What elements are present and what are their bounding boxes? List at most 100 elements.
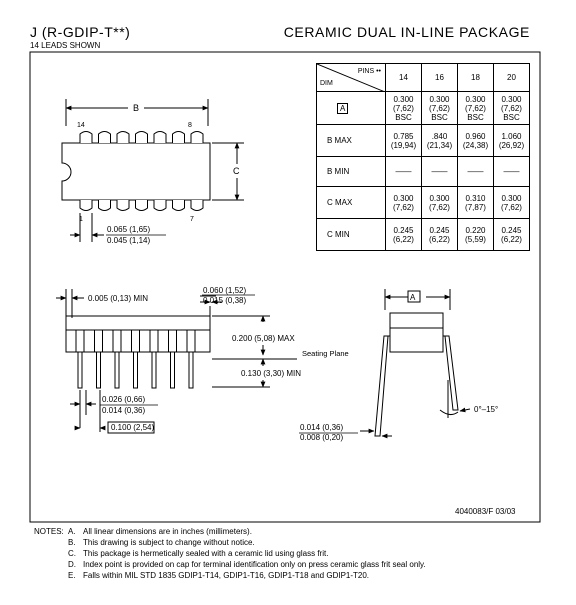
lead-shoulder bbox=[75, 329, 85, 353]
end-clearance-label: 0.005 (0,13) MIN bbox=[88, 294, 148, 303]
dimension-table: PINS •• DIM 14 16 18 20 A 0.300(7,62)BSC… bbox=[316, 63, 530, 251]
pins-col-16: 16 bbox=[421, 63, 458, 92]
lead-dia-min-label: 0.014 (0,36) bbox=[102, 406, 145, 415]
lead-shoulder bbox=[186, 329, 196, 353]
height-max-label: 0.200 (5,08) MAX bbox=[232, 334, 295, 343]
package-code-title: J (R-GDIP-T**) bbox=[30, 24, 131, 40]
table-row-b-min: B MIN —— —— —— —— bbox=[316, 156, 530, 187]
bottom-pin bbox=[116, 200, 130, 211]
pins-col-20: 20 bbox=[493, 63, 530, 92]
bottom-pin bbox=[190, 200, 204, 211]
bottom-pin bbox=[135, 200, 148, 211]
leads-shown-subtitle: 14 LEADS SHOWN bbox=[30, 41, 101, 50]
lead-shoulder bbox=[112, 329, 122, 353]
lead-pin bbox=[188, 351, 194, 389]
lead-pin bbox=[77, 351, 83, 389]
row-label-c-min: C MIN bbox=[316, 218, 386, 251]
row-label-a: A bbox=[316, 91, 386, 125]
bottom-pin bbox=[79, 200, 93, 211]
lead-length-min-label: 0.130 (3,30) MIN bbox=[241, 369, 301, 378]
lead-angle-label: 0°–15° bbox=[474, 405, 498, 414]
note-b: B.This drawing is subject to change with… bbox=[68, 538, 255, 547]
lead-shoulder bbox=[168, 329, 177, 353]
cell-a-20: 0.300(7,62)BSC bbox=[493, 91, 530, 125]
row-label-b-max: B MAX bbox=[316, 124, 386, 157]
pin-1-label: 1 bbox=[79, 216, 83, 223]
cell-bmax-20: 1.060(26,92) bbox=[493, 124, 530, 157]
lead-thick-max-label: 0.014 (0,36) bbox=[300, 423, 343, 432]
lead-shoulder bbox=[131, 329, 140, 353]
top-view bbox=[61, 99, 244, 242]
cell-cmin-20: 0.245(6,22) bbox=[493, 218, 530, 251]
top-pin bbox=[79, 131, 93, 143]
corner-diagonal bbox=[317, 64, 385, 92]
lead-dia-max-label: 0.026 (0,66) bbox=[102, 395, 145, 404]
note-e: E.Falls within MIL STD 1835 GDIP1-T14, G… bbox=[68, 571, 370, 580]
cell-cmax-18: 0.310(7,87) bbox=[457, 186, 494, 219]
pins-col-14: 14 bbox=[385, 63, 422, 92]
bottom-pin bbox=[153, 200, 167, 211]
cell-cmax-14: 0.300(7,62) bbox=[385, 186, 422, 219]
top-pin bbox=[135, 131, 148, 143]
top-view-upper-pins bbox=[79, 131, 204, 143]
note-d: D.Index point is provided on cap for ter… bbox=[68, 560, 426, 569]
row-label-b-min: B MIN bbox=[316, 156, 386, 187]
cell-cmin-14: 0.245(6,22) bbox=[385, 218, 422, 251]
pitch-label: 0.100 (2,54) bbox=[111, 423, 154, 432]
table-row-c-min: C MIN 0.245(6,22) 0.245(6,22) 0.220(5,59… bbox=[316, 218, 530, 251]
shoulder-max-label: 0.060 (1,52) bbox=[203, 286, 246, 295]
table-row-c-max: C MAX 0.300(7,62) 0.300(7,62) 0.310(7,87… bbox=[316, 186, 530, 219]
cell-a-16: 0.300(7,62)BSC bbox=[421, 91, 458, 125]
package-title: CERAMIC DUAL IN-LINE PACKAGE bbox=[283, 24, 530, 40]
cell-a-18: 0.300(7,62)BSC bbox=[457, 91, 494, 125]
notes-label: NOTES: bbox=[34, 527, 64, 536]
top-pin bbox=[98, 131, 111, 143]
pin-8-label: 8 bbox=[188, 122, 192, 129]
side-view-leads bbox=[75, 329, 196, 389]
lead-shoulder bbox=[149, 329, 159, 353]
top-pin bbox=[153, 131, 167, 143]
lead-pin bbox=[170, 351, 175, 389]
dim-a-end-label: A bbox=[410, 293, 416, 302]
lead-thick-min-label: 0.008 (0,20) bbox=[300, 433, 343, 442]
top-pin bbox=[116, 131, 130, 143]
note-c: C.This package is hermetically sealed wi… bbox=[68, 549, 329, 558]
lead-pin bbox=[114, 351, 120, 389]
dim-c-label: C bbox=[233, 166, 240, 176]
lead-shoulder bbox=[94, 329, 103, 353]
seating-plane-label: Seating Plane bbox=[302, 349, 349, 358]
lead-pin bbox=[151, 351, 157, 389]
pin-7-label: 7 bbox=[190, 216, 194, 223]
header-pins-label: PINS •• bbox=[357, 68, 381, 75]
cell-bmax-16: .840(21,34) bbox=[421, 124, 458, 157]
cell-cmax-16: 0.300(7,62) bbox=[421, 186, 458, 219]
top-pin bbox=[190, 131, 204, 143]
cell-a-14: 0.300(7,62)BSC bbox=[385, 91, 422, 125]
bottom-pin bbox=[98, 200, 111, 211]
table-row-b-max: B MAX 0.785(19,94) .840(21,34) 0.960(24,… bbox=[316, 124, 530, 157]
lead-width-max: 0.065 (1,65) bbox=[107, 225, 150, 234]
table-corner-cell: PINS •• DIM bbox=[316, 63, 386, 92]
row-label-c-max: C MAX bbox=[316, 186, 386, 219]
cell-bmin-18: —— bbox=[457, 156, 494, 187]
dim-b-label: B bbox=[133, 103, 139, 113]
cell-cmax-20: 0.300(7,62) bbox=[493, 186, 530, 219]
side-view bbox=[56, 289, 297, 434]
top-pin bbox=[172, 131, 185, 143]
shoulder-min-label: 0.015 (0,38) bbox=[203, 296, 246, 305]
top-view-lower-pins bbox=[79, 200, 204, 211]
lead-width-min: 0.045 (1,14) bbox=[107, 236, 150, 245]
cell-bmin-20: —— bbox=[493, 156, 530, 187]
end-view bbox=[360, 289, 471, 439]
cell-cmin-18: 0.220(5,59) bbox=[457, 218, 494, 251]
lead-pin bbox=[133, 351, 138, 389]
cell-bmax-18: 0.960(24,38) bbox=[457, 124, 494, 157]
cell-cmin-16: 0.245(6,22) bbox=[421, 218, 458, 251]
drawing-number: 4040083/F 03/03 bbox=[455, 507, 516, 516]
cell-bmin-16: —— bbox=[421, 156, 458, 187]
note-a: A.All linear dimensions are in inches (m… bbox=[68, 527, 252, 536]
header-dim-label: DIM bbox=[320, 80, 333, 87]
cell-bmax-14: 0.785(19,94) bbox=[385, 124, 422, 157]
pins-col-18: 18 bbox=[457, 63, 494, 92]
